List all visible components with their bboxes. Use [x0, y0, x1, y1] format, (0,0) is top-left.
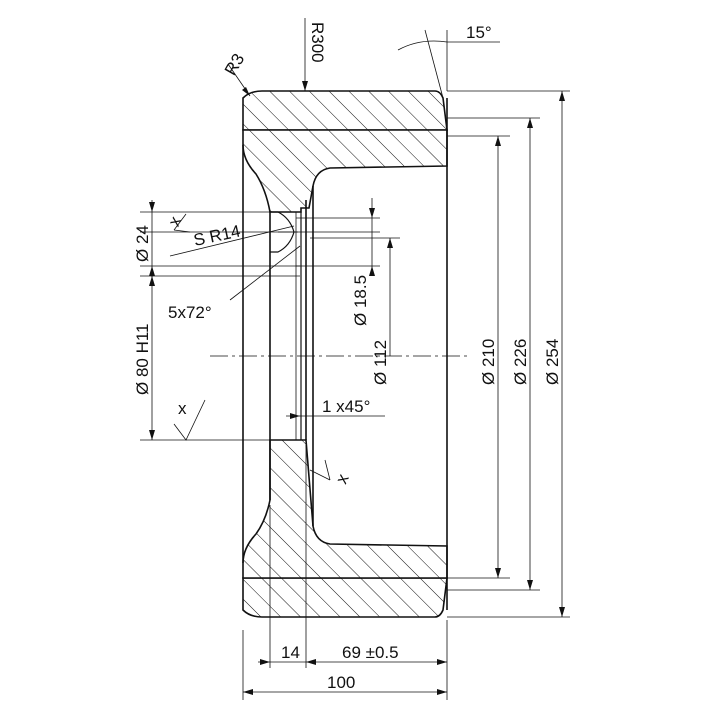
label-d226: Ø 226 [511, 339, 530, 385]
label-w14: 14 [281, 643, 300, 662]
x-mark-left [173, 399, 206, 441]
label-x-top: x [164, 213, 185, 229]
label-d210: Ø 210 [479, 339, 498, 385]
holes-leader [229, 245, 301, 301]
label-d254: Ø 254 [543, 339, 562, 385]
dim-185-arrow-b [369, 266, 375, 276]
dim-254-arrow-b [559, 607, 565, 617]
r300-arrow [302, 81, 308, 91]
tread-top-section [242, 90, 448, 131]
label-r300: R300 [308, 22, 327, 63]
label-r3: R3 [221, 50, 248, 78]
dim-80-arrow-b [149, 430, 155, 440]
dim-210-arrow-t [495, 136, 501, 146]
label-chamfer: 1 x45° [322, 397, 370, 416]
dim-254-arrow-t [559, 91, 565, 101]
rim-top-section [242, 129, 448, 213]
dim-80-arrow-t [149, 276, 155, 286]
x-mark-right [309, 459, 331, 481]
sr14-leader [169, 225, 295, 257]
label-d185: Ø 18.5 [351, 275, 370, 326]
tread-bottom-section [242, 577, 448, 618]
label-w100: 100 [327, 673, 355, 692]
dim-24-arrow-t [149, 202, 155, 212]
label-holes: 5x72° [168, 303, 212, 322]
dim-69-arrow-r [437, 659, 447, 665]
angle-slope-line [424, 29, 444, 99]
dim-14-arrow-l [260, 659, 270, 665]
label-d24: Ø 24 [133, 225, 152, 262]
dim-112-arrow-t [387, 238, 393, 248]
dim-210-arrow-b [495, 568, 501, 578]
label-angle15: 15° [466, 23, 492, 42]
chamfer-arrow [290, 413, 300, 419]
label-sr14: S R14 [192, 222, 242, 250]
dim-226-arrow-b [527, 580, 533, 590]
label-d80: Ø 80 H11 [133, 323, 152, 395]
dim-100-arrow-r [437, 689, 447, 695]
rim-bottom-section [242, 439, 448, 579]
angle-arc [397, 40, 448, 51]
label-x-right: x [332, 471, 353, 487]
x-mark-top [173, 213, 191, 233]
label-x-left: x [178, 399, 187, 418]
dim-185-arrow-t [369, 208, 375, 218]
dim-14-arrow-r [306, 659, 316, 665]
dim-24-arrow-b [149, 266, 155, 276]
r3-arrow [242, 87, 250, 96]
dim-100-arrow-l [243, 689, 253, 695]
label-w69: 69 ±0.5 [342, 643, 399, 662]
dim-226-arrow-t [527, 118, 533, 128]
label-d112: Ø 112 [371, 340, 390, 385]
